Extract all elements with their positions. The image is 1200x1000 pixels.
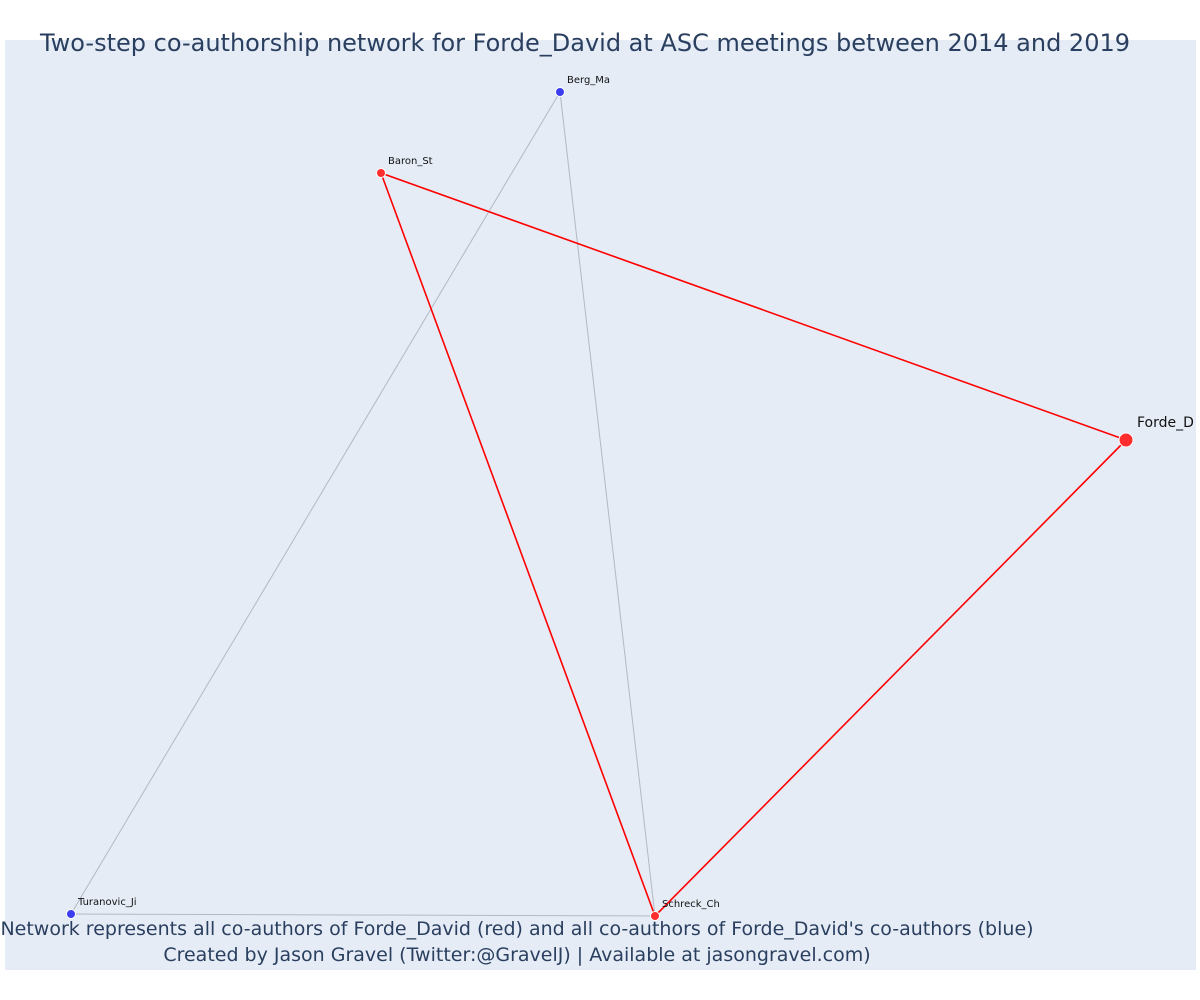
node-Forde_D[interactable] (1118, 432, 1134, 448)
node-label-Schreck_Ch: Schreck_Ch (662, 899, 720, 910)
node-label-Turanovic_Ji: Turanovic_Ji (77, 897, 137, 908)
plot-background (5, 40, 1196, 970)
node-label-Forde_D: Forde_D (1137, 415, 1194, 431)
edge-Berg_Ma-Schreck_Ch (559, 91, 656, 917)
edge-Turanovic_Ji-Schreck_Ch (70, 913, 656, 917)
chart-title: Two-step co-authorship network for Forde… (39, 29, 1131, 57)
node-label-Baron_St: Baron_St (388, 156, 433, 167)
node-layer (66, 87, 1134, 921)
edge-layer (70, 91, 1127, 917)
edge-Baron_St-Forde_D (380, 172, 1127, 441)
node-label-Berg_Ma: Berg_Ma (567, 75, 610, 86)
edge-Berg_Ma-Turanovic_Ji (70, 91, 561, 915)
node-Schreck_Ch[interactable] (650, 911, 660, 921)
node-Turanovic_Ji[interactable] (66, 909, 76, 919)
edge-Forde_D-Schreck_Ch (654, 439, 1127, 917)
edge-Baron_St-Schreck_Ch (380, 172, 656, 917)
footer-caption: Network represents all co-authors of For… (0, 918, 1034, 940)
node-Baron_St[interactable] (376, 168, 386, 178)
node-Berg_Ma[interactable] (555, 87, 565, 97)
footer-credit: Created by Jason Gravel (Twitter:@Gravel… (163, 944, 871, 966)
